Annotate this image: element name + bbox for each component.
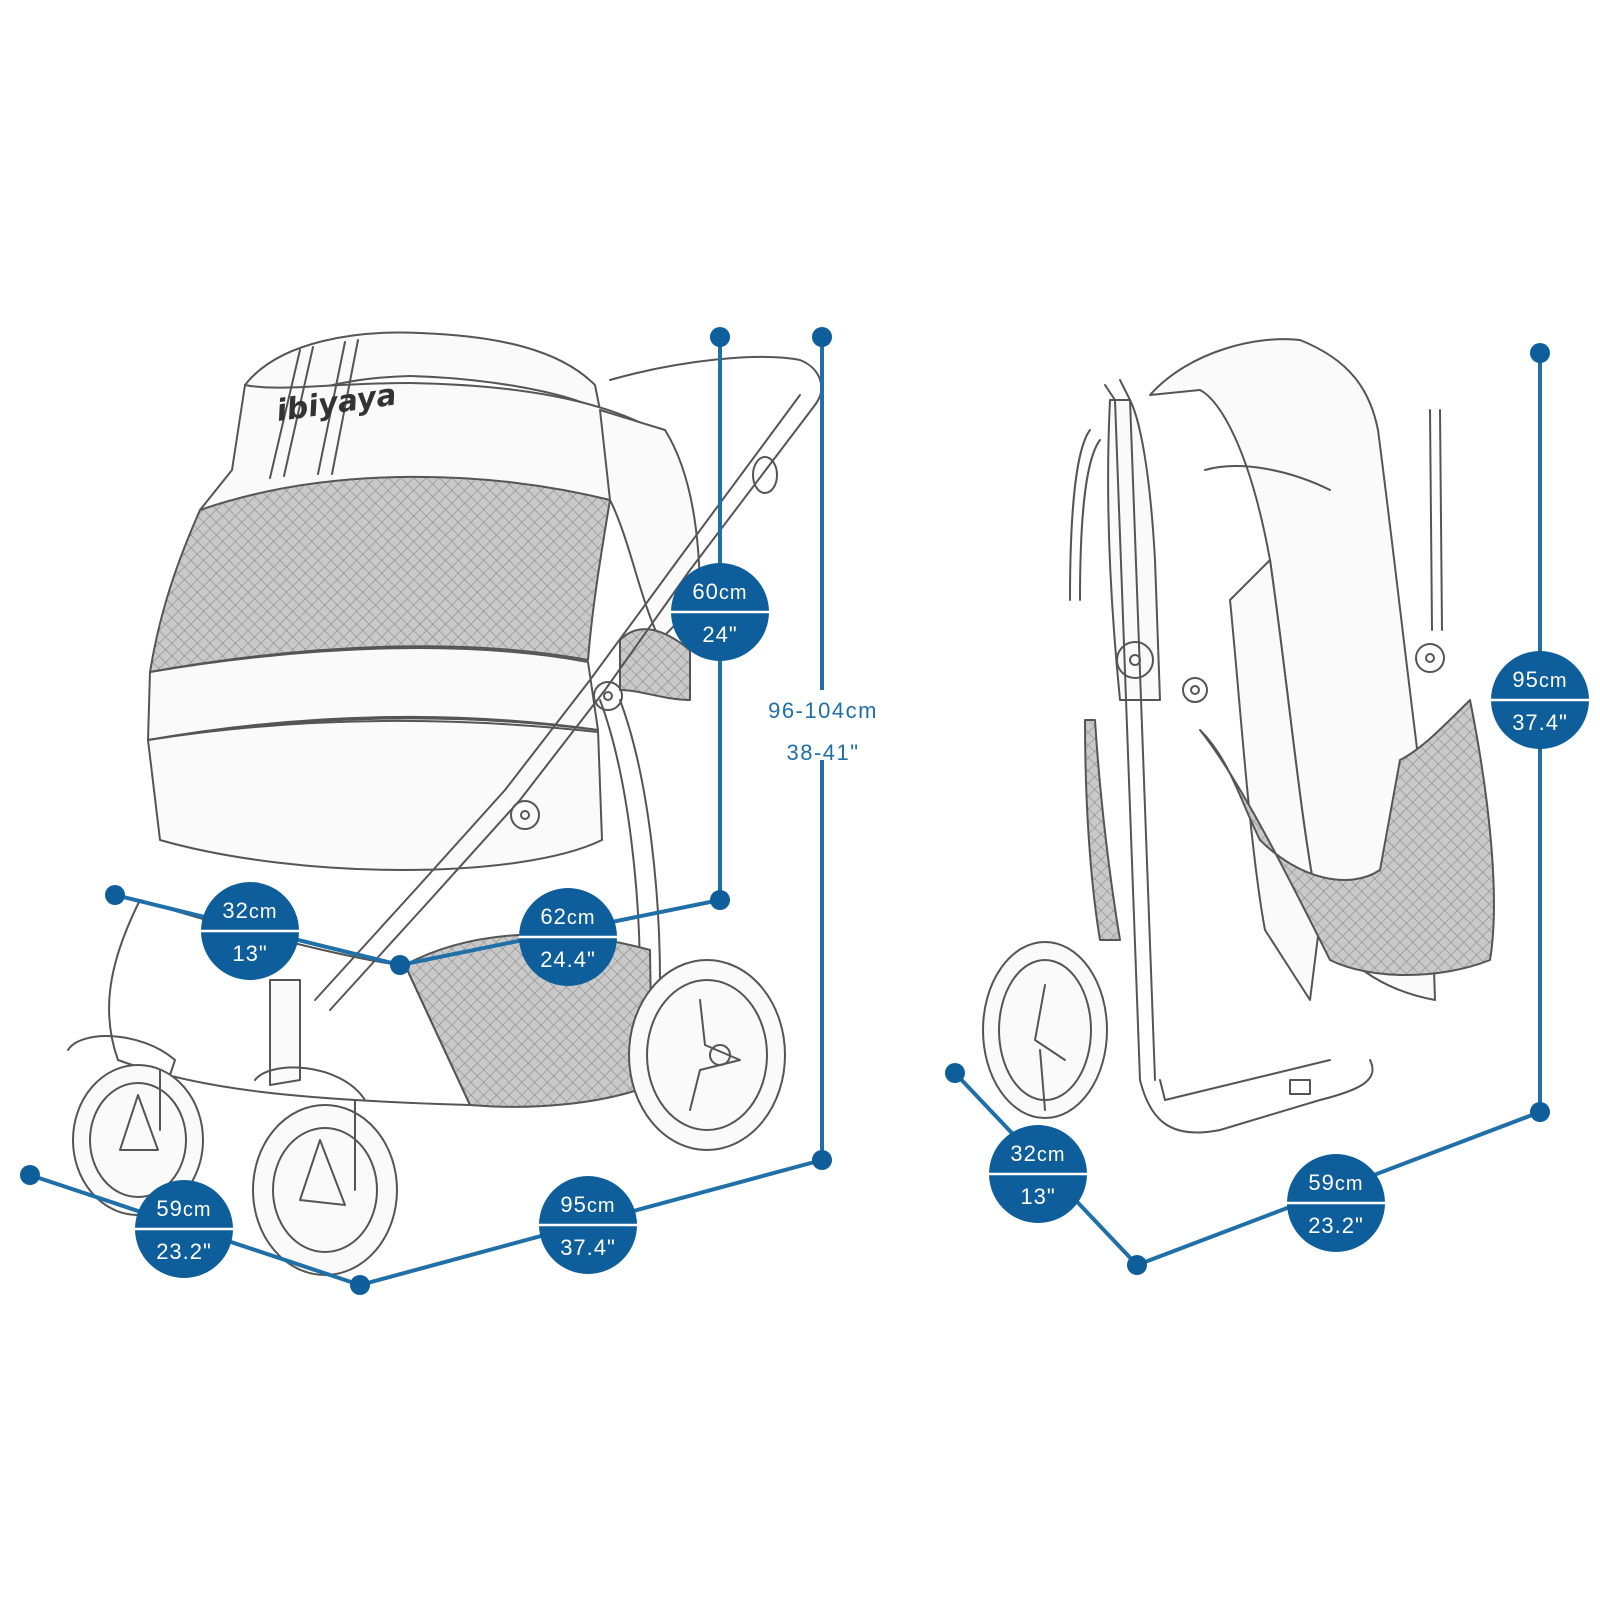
dim-endpoint [105,885,125,905]
svg-text:37.4": 37.4" [560,1235,616,1260]
stroller-open-drawing [67,331,823,1276]
dim-endpoint [945,1063,965,1083]
svg-text:38-41": 38-41" [786,740,859,765]
badge-width: 59cm 23.2" [135,1180,233,1278]
svg-text:32cm: 32cm [1010,1141,1065,1166]
svg-text:23.2": 23.2" [156,1239,212,1264]
dim-endpoint [1530,1102,1550,1122]
dim-endpoint [812,1150,832,1170]
badge-folded-width: 59cm 23.2" [1287,1154,1385,1252]
badge-folded-depth: 32cm 13" [989,1125,1087,1223]
svg-text:95cm: 95cm [1512,667,1567,692]
svg-text:13": 13" [1020,1184,1055,1209]
dim-endpoint [390,955,410,975]
svg-text:24.4": 24.4" [540,947,596,972]
dimension-endpoints [20,327,1550,1295]
dim-endpoint [710,890,730,910]
svg-text:13": 13" [232,941,267,966]
dim-endpoint [812,327,832,347]
label-handle-height: 96-104cm 38-41" [760,690,886,765]
dim-endpoint [1530,343,1550,363]
dim-endpoint [710,327,730,347]
svg-text:96-104cm: 96-104cm [768,698,878,723]
svg-text:59cm: 59cm [1308,1170,1363,1195]
svg-text:37.4": 37.4" [1512,710,1568,735]
svg-text:32cm: 32cm [222,898,277,923]
stroller-folded-drawing [982,338,1495,1134]
badge-length: 62cm 24.4" [519,888,617,986]
svg-text:60cm: 60cm [692,579,747,604]
badge-folded-height: 95cm 37.4" [1491,651,1589,749]
svg-text:24": 24" [702,622,737,647]
badge-overall-length: 95cm 37.4" [539,1176,637,1274]
dim-endpoint [20,1165,40,1185]
dim-endpoint [1127,1255,1147,1275]
svg-text:23.2": 23.2" [1308,1213,1364,1238]
dim-endpoint [350,1275,370,1295]
svg-text:59cm: 59cm [156,1196,211,1221]
svg-text:95cm: 95cm [560,1192,615,1217]
svg-text:62cm: 62cm [540,904,595,929]
badge-depth: 32cm 13" [201,882,299,980]
badge-canopy-height: 60cm 24" [671,563,769,661]
